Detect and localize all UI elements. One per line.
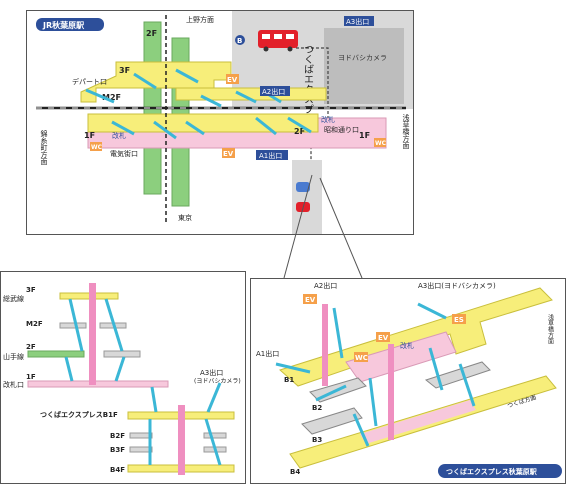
iso-wc: WC: [355, 354, 368, 362]
iso-b1-paid-area: [345, 331, 457, 383]
showa-exit-label: 昭和通り口: [324, 125, 359, 134]
ueno-direction-label: 上野方面: [186, 15, 214, 24]
iso-a2-exit: A2出口: [314, 281, 337, 290]
floor-bar-b3f: [129, 446, 153, 453]
section-2f: 2F: [26, 343, 36, 351]
section-1f-desc: 改札口: [3, 380, 24, 389]
floor-2f-label-b: 2F: [294, 127, 305, 136]
iso-a1-exit: A1出口: [256, 349, 279, 358]
escalator-lines-section: [64, 298, 222, 466]
tokyo-direction-label: 東京: [178, 213, 192, 222]
iso-gate: 改札: [400, 341, 414, 350]
iso-es: ES: [454, 316, 464, 324]
iso-b1: B1: [284, 376, 294, 384]
section-b4f: B4F: [110, 466, 125, 474]
iso-b3: B3: [312, 436, 322, 444]
iso-elevator-b: [388, 344, 394, 440]
iso-b2: B2: [312, 404, 322, 412]
wc-label-b: WC: [375, 140, 387, 147]
section-b2f: B2F: [110, 432, 125, 440]
section-3f: 3F: [26, 286, 36, 294]
denki-exit-label: 電気街口: [110, 149, 138, 158]
floor-bar-b2f-b: [203, 432, 227, 439]
floor-bar-m2f: [59, 322, 87, 329]
floor-m2f-label: M2F: [102, 93, 121, 102]
elevator-shaft-jr: [89, 283, 96, 385]
asakusabashi-direction-label: 浅草橋方面: [402, 113, 410, 150]
iso-a3-exit: A3出口(ヨドバシカメラ): [418, 281, 496, 290]
floor-bar-2f-b: [103, 350, 141, 358]
iso-station-badge: つくばエクスプレス秋葉原駅: [446, 467, 538, 476]
floor-bar-2f: [27, 350, 85, 358]
iso-dir-asakusabashi: 浅草橋方面: [547, 313, 554, 345]
yodobashi-building: [324, 28, 404, 104]
station-section-diagram: 3F 総武線 M2F 2F 山手線 1F 改札口 A3出口 (ヨドバシカメラ) …: [0, 271, 246, 484]
road-south: [292, 160, 322, 234]
iso-escalators: [275, 302, 476, 447]
section-1f: 1F: [26, 373, 36, 381]
iso-b4: B4: [290, 468, 300, 476]
floor-1f-label-a: 1F: [84, 131, 95, 140]
section-b1f: つくばエクスプレスB1F: [40, 410, 118, 419]
exit-a3-label: A3出口: [346, 17, 369, 26]
iso-ev-a: EV: [305, 296, 316, 304]
bus-stop-marker: B: [237, 37, 242, 45]
floor-bar-1f: [27, 380, 169, 388]
station-badge: JR秋葉原駅: [42, 20, 85, 30]
floor-bar-b2f: [129, 432, 153, 439]
iso-b3-left: [301, 407, 363, 435]
kinshicho-direction-label: 錦糸町方面: [40, 129, 48, 166]
wc-label-a: WC: [91, 144, 103, 151]
floor-3f-label: 3F: [119, 66, 130, 75]
station-area-map: つくばエクスプレス 2F 3F M2F デパート口 1F 1F 2F EV EV…: [26, 10, 414, 235]
car-icon-blue: [296, 182, 310, 192]
iso-ev-b: EV: [378, 334, 389, 342]
section-a3-yodo: (ヨドバシカメラ): [194, 378, 241, 385]
iso-elevator-a: [322, 304, 328, 386]
exit-a1-label: A1出口: [259, 151, 282, 160]
tx-station-isometric-diagram: EV EV WC ES 改札 A1出口 A2出口 A3出口(ヨドバシカメラ) B…: [250, 278, 566, 484]
bus-icon: [258, 30, 298, 52]
elevator-shaft-tx: [178, 405, 185, 475]
section-m2f: M2F: [26, 320, 43, 328]
floor-1f-label-b: 1F: [359, 131, 370, 140]
section-3f-desc: 総武線: [3, 294, 24, 303]
ev-label-a: EV: [227, 76, 238, 84]
section-b3f: B3F: [110, 446, 125, 454]
section-a3-exit: A3出口: [200, 368, 223, 377]
gate-label-b: 改札: [321, 115, 335, 124]
depart-exit-label: デパート口: [72, 77, 107, 86]
gate-label-a: 改札: [112, 131, 126, 140]
floor-2f-label-a: 2F: [146, 29, 157, 38]
yodobashi-label: ヨドバシカメラ: [338, 54, 387, 62]
exit-a2-label: A2出口: [262, 87, 285, 96]
section-2f-desc: 山手線: [3, 352, 24, 361]
iso-b2-right: [424, 361, 491, 389]
ev-label-b: EV: [223, 150, 234, 158]
